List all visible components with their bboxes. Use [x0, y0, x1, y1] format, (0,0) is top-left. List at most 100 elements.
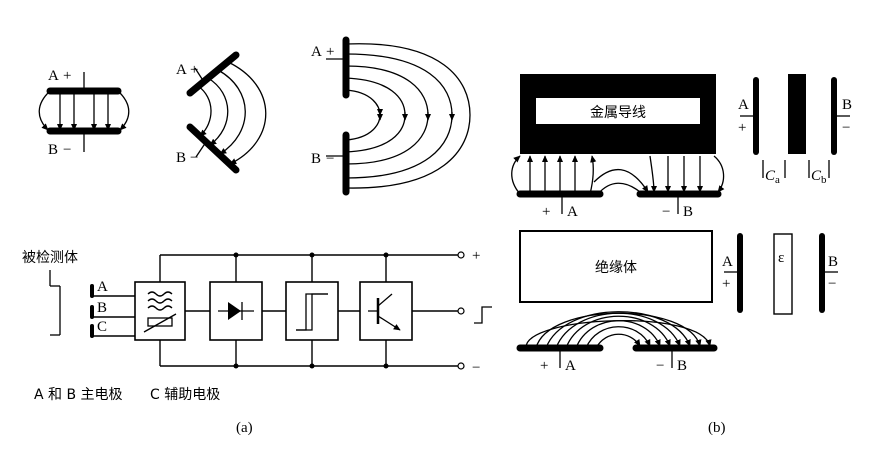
sign-plus: +	[63, 68, 71, 84]
insulator-equivalent-circuit: A + B − ε	[722, 233, 838, 315]
sign-minus: −	[190, 150, 198, 166]
label-A: A	[722, 254, 733, 270]
label-A: A	[311, 44, 322, 60]
field-line	[545, 311, 691, 349]
legend-main-electrodes: A 和 B 主电极	[34, 387, 123, 403]
terminal-plus	[457, 251, 465, 259]
terminal-minus	[457, 362, 465, 370]
hysteresis-icon	[296, 293, 328, 331]
field-line	[585, 326, 651, 349]
label-B: B	[828, 254, 838, 270]
schmitt-trigger-block	[285, 281, 339, 341]
field-line	[345, 53, 453, 179]
field-line	[345, 65, 429, 165]
dielectric	[773, 233, 793, 315]
transistor-block	[359, 281, 413, 341]
sensor-circuit: 被检测体 A B C	[22, 248, 492, 403]
wave-symbol	[147, 291, 173, 297]
fringe-line	[511, 155, 521, 195]
label-B: B	[842, 97, 852, 113]
field-line	[227, 61, 267, 165]
junction-dot	[309, 363, 315, 369]
caption-a: (a)	[236, 420, 253, 436]
parallel-plate-capacitor: A + B −	[38, 68, 130, 158]
sign-minus: −	[656, 358, 664, 374]
metal-label: 金属导线	[590, 105, 646, 121]
field-line	[595, 333, 641, 349]
upper-plate-A	[186, 51, 240, 97]
field-line	[345, 77, 406, 153]
label-A: A	[567, 204, 578, 220]
fringe-line	[713, 155, 725, 193]
field-line	[217, 69, 246, 155]
field-line	[535, 312, 702, 349]
oscillator-block	[134, 281, 186, 341]
object-label: 被检测体	[22, 250, 78, 266]
capacitance-cb-sub: b	[821, 174, 827, 186]
label-B: B	[683, 204, 693, 220]
label-A: A	[738, 97, 749, 113]
field-line	[345, 43, 471, 189]
fringe-line	[38, 90, 51, 131]
step-output-icon	[474, 306, 492, 324]
junction-dot	[309, 252, 315, 258]
junction-dot	[383, 363, 389, 369]
sign-plus: +	[542, 204, 550, 220]
coplanar-plate-capacitor: A + B −	[311, 36, 471, 196]
junction-dot	[383, 252, 389, 258]
field-line	[593, 168, 649, 193]
label-B: B	[176, 150, 186, 166]
insulator-object-case: 绝缘体 + A − B	[516, 230, 718, 374]
metal-plate	[788, 74, 806, 154]
permittivity-symbol: ε	[778, 250, 784, 266]
label-A: A	[565, 358, 576, 374]
terminal-output	[457, 307, 465, 315]
capacitance-ca-sub: a	[775, 174, 780, 186]
sign-minus: −	[662, 204, 670, 220]
field-line	[589, 155, 597, 195]
electrode-label-B: B	[97, 300, 107, 316]
field-line	[345, 89, 384, 141]
output-minus-label: −	[472, 360, 480, 376]
sign-plus: +	[738, 120, 746, 136]
wave-symbol	[147, 298, 173, 304]
variable-resistor-icon	[147, 317, 173, 327]
sign-minus: −	[63, 142, 71, 158]
junction-dot	[233, 363, 239, 369]
junction-dot	[233, 252, 239, 258]
caption-b: (b)	[708, 420, 726, 436]
field-line	[207, 77, 229, 146]
capacitance-ca: C	[765, 168, 776, 184]
lead-A	[194, 67, 205, 83]
sign-plus: +	[190, 62, 198, 78]
metal-label-box	[536, 98, 700, 124]
electrode-label-C: C	[97, 319, 107, 335]
lead-B	[195, 141, 207, 158]
insulator-label: 绝缘体	[595, 260, 637, 276]
label-B: B	[311, 151, 321, 167]
sign-minus: −	[326, 151, 334, 167]
legend-aux-electrode: C 辅助电极	[150, 387, 220, 403]
sign-plus: +	[326, 44, 334, 60]
sign-plus: +	[540, 358, 548, 374]
sign-plus: +	[722, 276, 730, 292]
field-line	[649, 155, 658, 193]
fringe-line	[117, 90, 130, 131]
label-A: A	[48, 68, 59, 84]
output-plus-label: +	[472, 248, 480, 264]
field-line	[525, 320, 712, 349]
wave-symbol	[147, 305, 173, 311]
rectifier-block	[209, 281, 263, 341]
electrode-label-A: A	[97, 279, 108, 295]
metal-object-case: 金属导线 + A − B	[511, 74, 725, 220]
label-B: B	[48, 142, 58, 158]
field-line	[597, 182, 641, 195]
field-line	[565, 315, 671, 349]
variable-arrow	[143, 313, 177, 333]
field-line	[197, 85, 212, 137]
metal-equivalent-circuit: A + B − C a C b	[738, 74, 852, 186]
lower-plate-B	[186, 123, 240, 174]
diode-icon	[228, 302, 241, 320]
sign-minus: −	[842, 120, 850, 136]
